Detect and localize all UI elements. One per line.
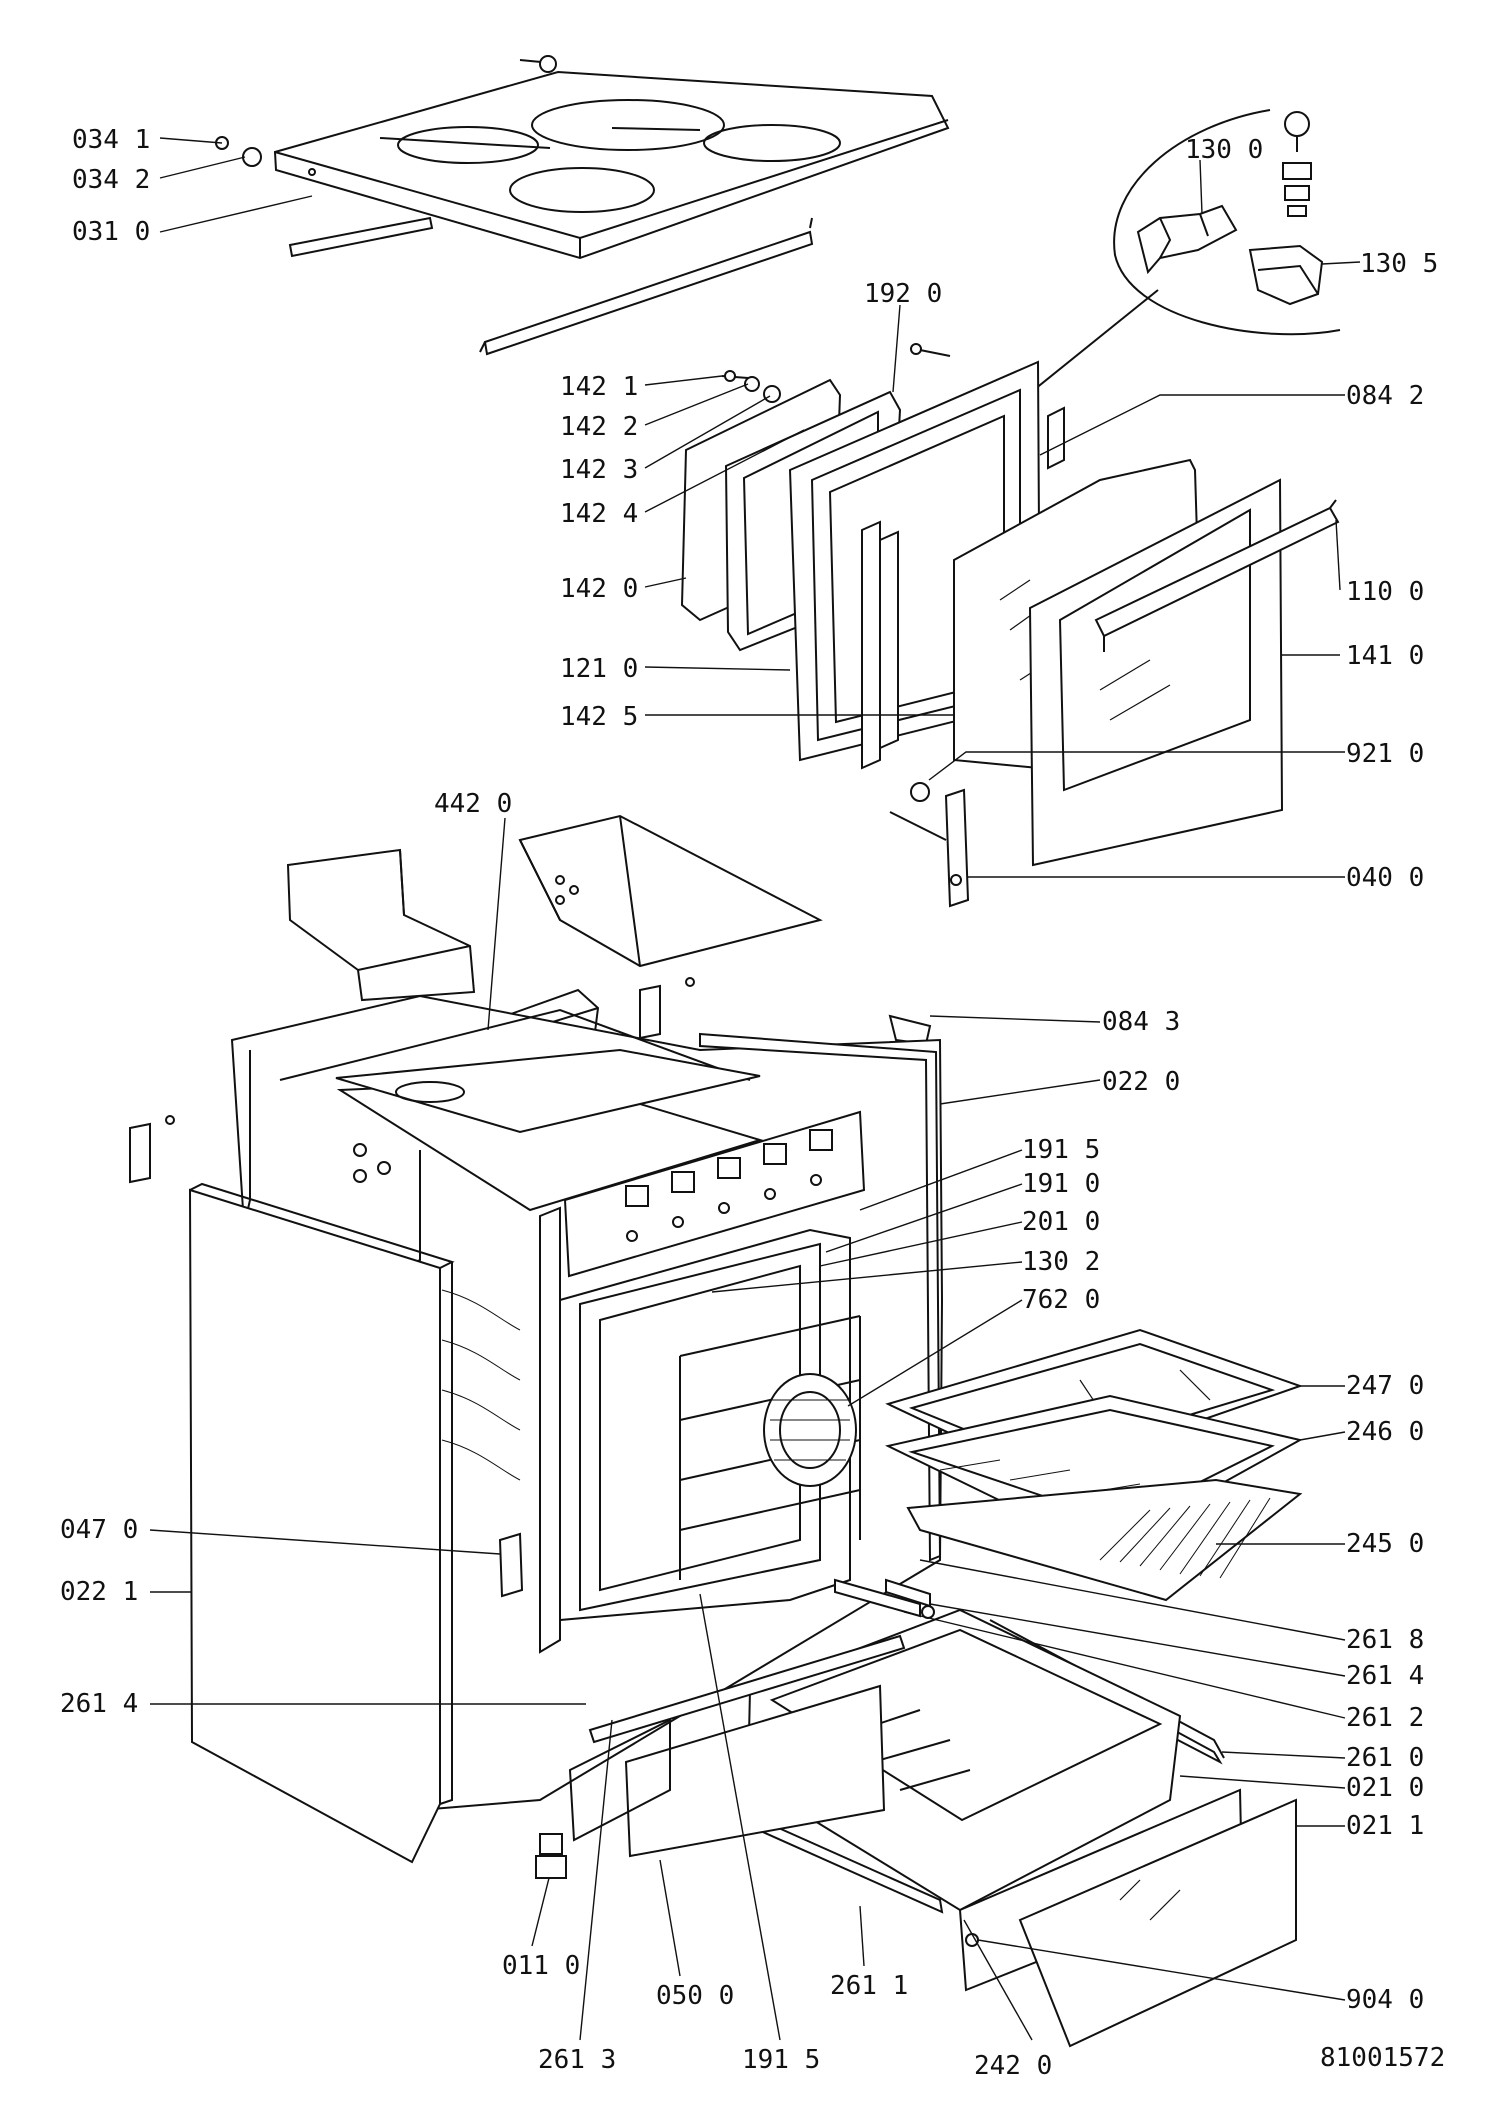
drawing-number: 81001572	[1320, 2043, 1445, 2073]
callout-label: 040 0	[1346, 863, 1424, 893]
callout-label: 192 0	[864, 279, 942, 309]
callout-label: 261 4	[60, 1689, 138, 1719]
callout-label: 242 0	[974, 2051, 1052, 2081]
callout-label: 921 0	[1346, 739, 1424, 769]
callout-label: 130 0	[1185, 135, 1263, 165]
callout-label: 442 0	[434, 789, 512, 819]
callout-label: 021 0	[1346, 1773, 1424, 1803]
callout-label: 246 0	[1346, 1417, 1424, 1447]
callout-label: 031 0	[72, 217, 150, 247]
callout-label: 142 1	[560, 372, 638, 402]
callout-label: 034 2	[72, 165, 150, 195]
fan-grille-drawing	[763, 1373, 857, 1487]
air-deflector-drawing	[518, 814, 823, 968]
callout-label: 261 2	[1346, 1703, 1424, 1733]
callout-label: 201 0	[1022, 1207, 1100, 1237]
wire-shelf-drawing	[906, 1478, 1303, 1602]
callout-label: 245 0	[1346, 1529, 1424, 1559]
drawer-runners-drawing	[568, 1634, 944, 1914]
cooling-duct-drawing	[286, 848, 476, 1002]
small-brackets	[129, 977, 932, 1184]
oven-door-assembly	[680, 343, 1340, 908]
callout-label: 141 0	[1346, 641, 1424, 671]
callout-label: 130 5	[1360, 249, 1438, 279]
callout-label: 247 0	[1346, 1371, 1424, 1401]
callout-label: 142 3	[560, 455, 638, 485]
control-panel-drawing	[563, 1110, 866, 1278]
callout-label: 142 5	[560, 702, 638, 732]
callout-label: 191 5	[742, 2045, 820, 2075]
callout-label: 191 5	[1022, 1135, 1100, 1165]
callout-label: 261 1	[830, 1971, 908, 2001]
callout-label: 904 0	[1346, 1985, 1424, 2015]
callout-label: 261 4	[1346, 1661, 1424, 1691]
callout-label: 011 0	[502, 1951, 580, 1981]
callout-label: 142 0	[560, 574, 638, 604]
callout-label: 130 2	[1022, 1247, 1100, 1277]
callout-label: 022 0	[1102, 1067, 1180, 1097]
callout-label: 121 0	[560, 654, 638, 684]
cooktop-drawing	[273, 70, 950, 260]
callout-label: 142 2	[560, 412, 638, 442]
side-panel-drawing	[188, 1182, 524, 1864]
callout-label: 047 0	[60, 1515, 138, 1545]
leader-lines	[149, 137, 1361, 2041]
adjustable-foot-drawing	[535, 1833, 567, 1879]
oven-cavity-drawing	[539, 1032, 942, 1654]
callout-label: 084 3	[1102, 1007, 1180, 1037]
callout-label: 034 1	[72, 125, 150, 155]
callout-label: 050 0	[656, 1981, 734, 2011]
callout-label: 762 0	[1022, 1285, 1100, 1315]
callout-label: 142 4	[560, 499, 638, 529]
callout-label: 191 0	[1022, 1169, 1100, 1199]
callout-labels: 034 1 034 2 031 0 130 0 130 5 192 0 142 …	[60, 125, 1445, 2081]
callout-label: 261 0	[1346, 1743, 1424, 1773]
storage-drawer-drawing	[746, 1608, 1297, 2048]
callout-label: 021 1	[1346, 1811, 1424, 1841]
callout-label: 261 3	[538, 2045, 616, 2075]
callout-label: 261 8	[1346, 1625, 1424, 1655]
callout-label: 110 0	[1346, 577, 1424, 607]
callout-label: 084 2	[1346, 381, 1424, 411]
callout-label: 022 1	[60, 1577, 138, 1607]
cooktop-support-rails	[288, 216, 814, 356]
